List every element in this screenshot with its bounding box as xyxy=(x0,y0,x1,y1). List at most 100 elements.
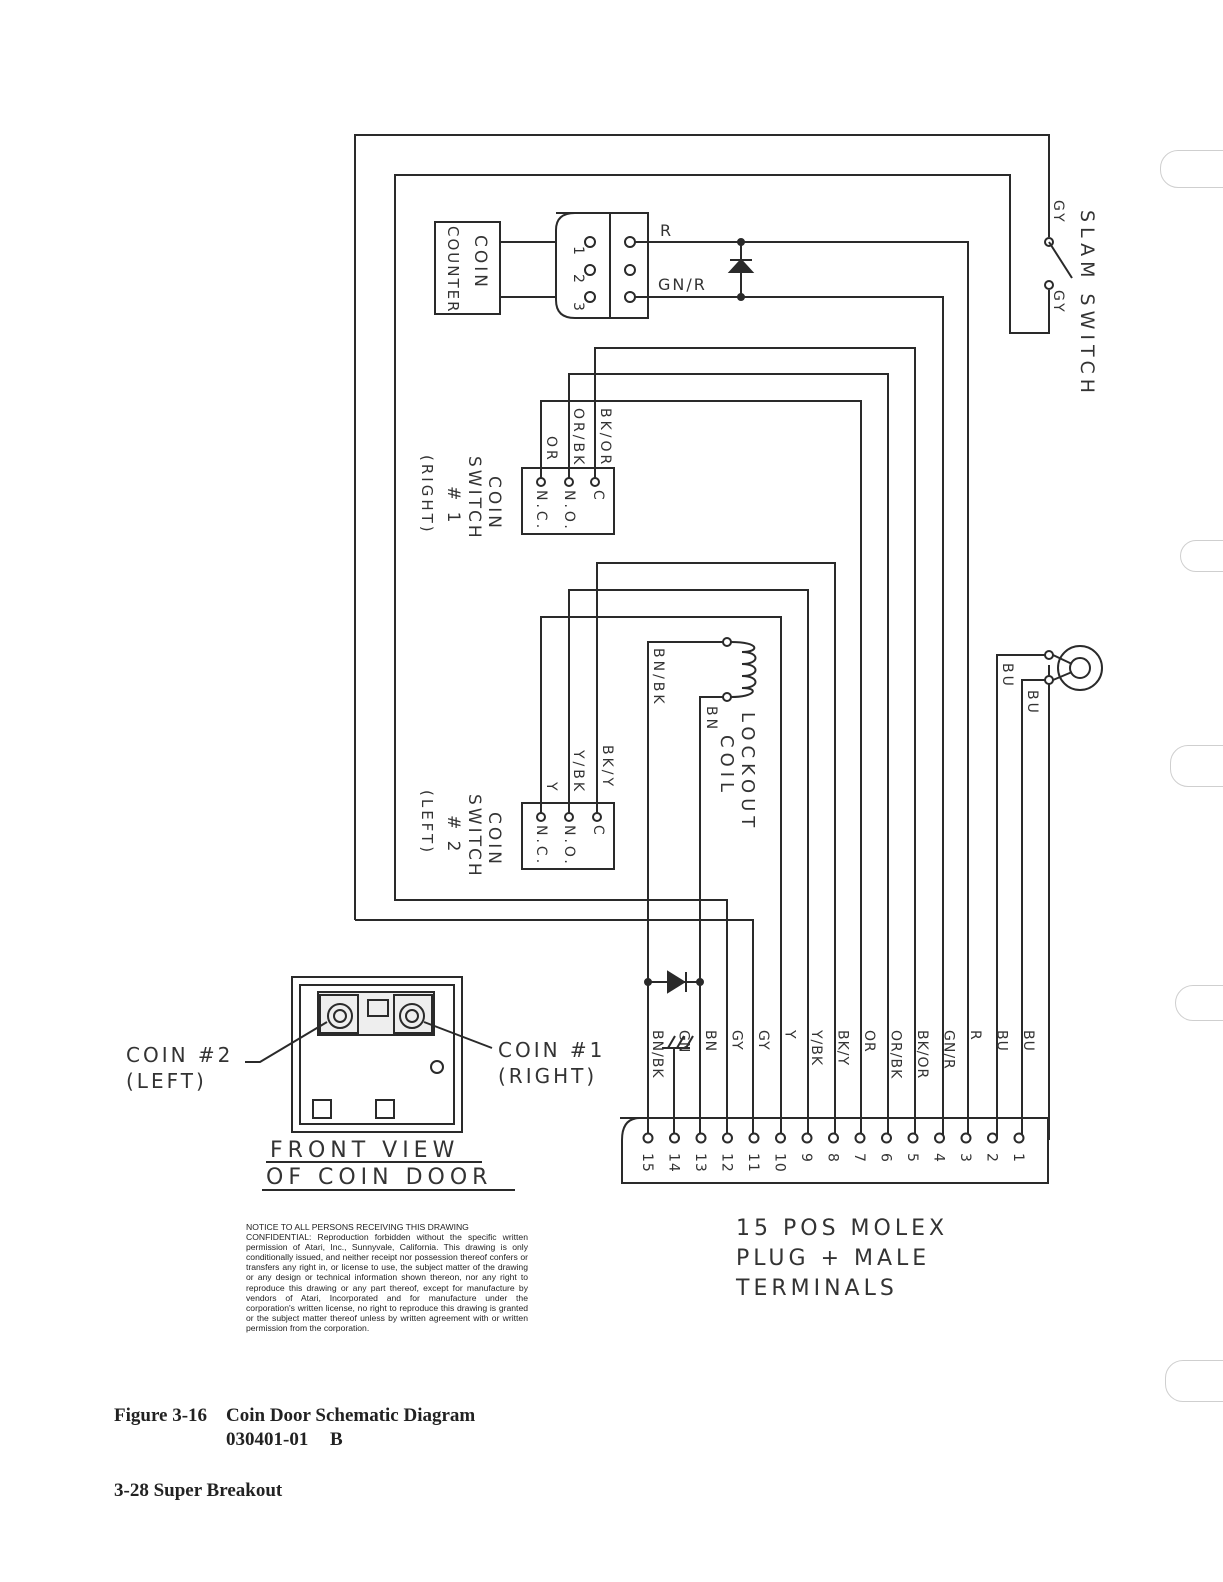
notice-title: NOTICE TO ALL PERSONS RECEIVING THIS DRA… xyxy=(246,1222,469,1232)
coin-2-label: COIN #2 (LEFT) xyxy=(126,1042,233,1094)
connector-pin-6 xyxy=(881,1132,892,1144)
connector-wire-label: GY xyxy=(729,1030,745,1051)
connector-pin-14 xyxy=(669,1132,680,1144)
connector-wire-label: Y xyxy=(782,1029,798,1040)
connector-pin-number: 5 xyxy=(904,1153,920,1163)
connector-wire-label: R xyxy=(967,1030,983,1041)
lockout-label-2: COIL xyxy=(716,735,737,798)
molex-connector-body xyxy=(619,1116,1049,1184)
connector-pin-number: 2 xyxy=(984,1153,1000,1163)
cs1-wire-1: BK/OR xyxy=(597,408,613,468)
wire-r xyxy=(632,241,969,1138)
connector-pin-number: 9 xyxy=(798,1153,814,1163)
connector-wire-label: OR xyxy=(861,1030,877,1053)
counter-connector-body xyxy=(555,212,649,319)
wire-gy-outer xyxy=(354,134,1050,920)
slam-wire-top: GY xyxy=(1050,200,1066,225)
cs2-title-2: SWITCH xyxy=(464,794,484,879)
wire-gy-12 xyxy=(355,919,754,1138)
coin-1-slot-icon xyxy=(393,994,433,1034)
cs1-contact-no: N.O. xyxy=(561,490,577,532)
connector-pin-2 xyxy=(987,1132,998,1144)
cs2-wire-1: BK/Y xyxy=(599,745,615,790)
slam-switch xyxy=(1044,237,1073,290)
lockout-wire-bnbk: BN/BK xyxy=(650,648,666,707)
lamp-wire-right: BU xyxy=(1024,690,1040,716)
notice-body: CONFIDENTIAL: Reproduction forbidden wit… xyxy=(246,1232,528,1333)
coin-1-label-line2: (RIGHT) xyxy=(498,1064,598,1088)
lamp-symbol xyxy=(1044,645,1103,691)
connector-pin-9 xyxy=(801,1132,813,1144)
cs1-wire-3: OR xyxy=(543,436,559,463)
connector-pin-5 xyxy=(907,1132,919,1144)
front-view-title-1: FRONT VIEW xyxy=(270,1138,460,1163)
connector-pin-number: 3 xyxy=(957,1153,973,1163)
connector-wire-label: BN/BK xyxy=(649,1030,665,1079)
wire-orbk xyxy=(568,373,889,1138)
coin-2-label-line2: (LEFT) xyxy=(126,1069,207,1093)
wire-bky xyxy=(596,562,836,1138)
connector-pin-number: 6 xyxy=(878,1153,894,1163)
slam-wire-bottom: GY xyxy=(1050,290,1066,315)
connector-pin-number: 12 xyxy=(719,1153,735,1173)
lock-icon xyxy=(430,1060,444,1074)
wire-bu-2 xyxy=(996,654,1049,1138)
molex-note-line1: 15 POS MOLEX xyxy=(736,1216,949,1241)
ground-symbol xyxy=(662,1035,694,1049)
coin-door-front-view xyxy=(245,976,515,1191)
cs1-contact-c: C xyxy=(590,490,606,503)
cs2-wire-3: Y xyxy=(543,782,559,794)
wire-ybk xyxy=(568,589,809,1138)
connector-wire-label: GY xyxy=(755,1030,771,1051)
connector-wire-label: Y/BK xyxy=(808,1029,824,1066)
connector-pin-number: 8 xyxy=(825,1153,841,1163)
slam-contact-bottom xyxy=(1044,280,1054,290)
coin-return-icon xyxy=(367,999,389,1017)
connector-wire-label: BU xyxy=(1020,1030,1036,1052)
cs1-title-4: (RIGHT) xyxy=(418,455,436,535)
cs2-title-4: (LEFT) xyxy=(418,790,436,856)
wire-bkor xyxy=(594,347,916,1138)
coin-counter-label-2: COUNTER xyxy=(444,226,462,314)
connector-pin-number: 4 xyxy=(931,1153,947,1163)
molex-note: 15 POS MOLEX PLUG + MALE TERMINALS xyxy=(736,1214,948,1304)
confidentiality-notice: NOTICE TO ALL PERSONS RECEIVING THIS DRA… xyxy=(246,1222,528,1333)
slam-switch-label: SLAM SWITCH xyxy=(1076,210,1098,399)
cs1-title-3: # 1 xyxy=(443,486,463,526)
cs1-wire-2: OR/BK xyxy=(570,408,586,468)
cs2-title-1: COIN xyxy=(484,812,504,867)
slam-blade xyxy=(1048,241,1073,279)
connector-pin-13 xyxy=(695,1132,707,1144)
part-number: 030401-01 xyxy=(226,1429,309,1450)
wire-label-gnr: GN/R xyxy=(658,275,707,294)
lower-diode xyxy=(644,970,704,994)
cs2-wire-2: Y/BK xyxy=(570,750,586,795)
coin-counter-box xyxy=(434,221,501,315)
connector-pin-15 xyxy=(642,1132,654,1144)
counter-diode xyxy=(727,238,755,301)
lockout-wire-bn: BN xyxy=(703,706,719,733)
connector-wire-label: GN xyxy=(676,1030,692,1053)
wire-bnbk xyxy=(647,641,727,1138)
cs1-title-2: SWITCH xyxy=(464,456,484,541)
front-view-title-2: OF COIN DOOR xyxy=(266,1165,493,1190)
binder-tab-3 xyxy=(1170,745,1223,787)
revision: B xyxy=(330,1429,343,1450)
connector-wire-label: BU xyxy=(994,1030,1010,1052)
cs2-contact-nc: N.C. xyxy=(533,825,549,867)
connector-pin-number: 14 xyxy=(666,1153,682,1173)
connector-pin-1 xyxy=(1013,1132,1025,1144)
lamp-wire-left: BU xyxy=(999,663,1015,689)
wiring xyxy=(354,134,1050,1184)
cs2-contact-no: N.O. xyxy=(561,825,577,867)
coin-counter-label-1: COIN xyxy=(470,235,490,290)
coin-2-slot-icon xyxy=(319,994,359,1034)
connector-pin-4 xyxy=(934,1132,945,1144)
binder-tab-5 xyxy=(1165,1360,1223,1402)
molex-note-line3: TERMINALS xyxy=(736,1276,898,1301)
switch-contacts xyxy=(536,477,602,822)
counter-pin-2: 2 xyxy=(570,274,586,284)
connector-pin-number: 11 xyxy=(745,1153,761,1173)
